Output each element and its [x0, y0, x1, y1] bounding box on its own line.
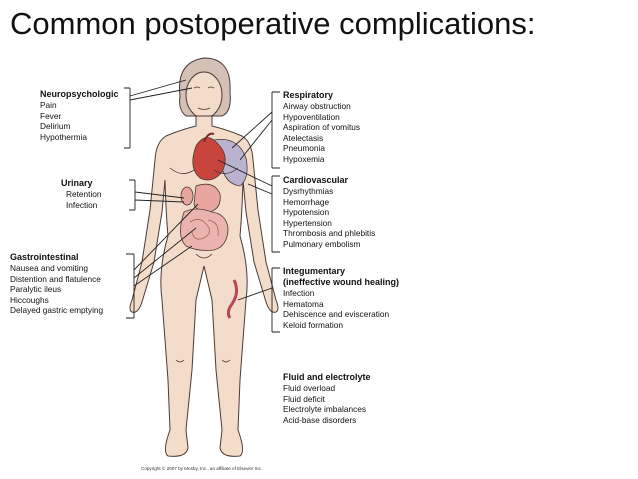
- list-item: Fever: [40, 110, 62, 121]
- list-item: Atelectasis: [283, 132, 324, 143]
- list-item: Aspiration of vomitus: [283, 122, 361, 133]
- group-heading: Fluid and electrolyte: [283, 372, 371, 382]
- list-item: Hypoxemia: [283, 153, 325, 164]
- heart-icon: [192, 137, 226, 181]
- list-item: Dysrhythmias: [283, 186, 334, 196]
- list-item: Hypothermia: [40, 131, 88, 142]
- list-item: Infection: [66, 199, 98, 210]
- stomach-icon: [193, 183, 221, 213]
- list-item: Hemorrhage: [283, 196, 330, 207]
- group-heading: Cardiovascular: [283, 175, 349, 185]
- group-cardiovascular: Cardiovascular Dysrhythmias Hemorrhage H…: [283, 175, 375, 250]
- group-heading-sub: (ineffective wound healing): [283, 277, 400, 287]
- list-item: Airway obstruction: [283, 101, 351, 111]
- list-item: Pain: [40, 100, 57, 110]
- wound-icon: [226, 279, 239, 319]
- list-item: Hematoma: [283, 298, 324, 309]
- list-item: Electrolyte imbalances: [283, 404, 367, 415]
- list-item: Distention and flatulence: [10, 273, 101, 284]
- copyright-notice: Copyright © 2007 by Mosby, Inc., an affi…: [141, 466, 263, 471]
- list-item: Fluid deficit: [283, 393, 325, 404]
- group-fluid-electrolyte: Fluid and electrolyte Fluid overload Flu…: [283, 372, 371, 425]
- list-item: Pulmonary embolism: [283, 238, 361, 249]
- list-item: Pneumonia: [283, 143, 325, 154]
- group-gastrointestinal: Gastrointestinal Nausea and vomiting Dis…: [10, 252, 103, 316]
- kidney-icon: [180, 186, 194, 206]
- group-heading: Urinary: [61, 178, 93, 188]
- list-item: Hypotension: [283, 207, 330, 218]
- group-neuropsychologic: Neuropsychologic Pain Fever Delirium Hyp…: [40, 89, 119, 142]
- list-item: Delirium: [40, 121, 71, 132]
- group-heading: Integumentary: [283, 266, 346, 276]
- head: [185, 71, 223, 119]
- list-item: Nausea and vomiting: [10, 263, 88, 273]
- list-item: Thrombosis and phlebitis: [283, 228, 376, 239]
- list-item: Hiccoughs: [10, 294, 49, 305]
- intestines-icon: [180, 208, 229, 251]
- list-item: Keloid formation: [283, 319, 343, 330]
- group-heading: Neuropsychologic: [40, 89, 119, 99]
- list-item: Dehiscence and evisceration: [283, 309, 390, 320]
- list-item: Acid-base disorders: [283, 414, 357, 425]
- group-heading: Respiratory: [283, 90, 334, 100]
- list-item: Retention: [66, 189, 102, 199]
- group-urinary: Urinary Retention Infection: [61, 178, 102, 210]
- group-integumentary: Integumentary (ineffective wound healing…: [283, 266, 399, 330]
- list-item: Fluid overload: [283, 383, 336, 393]
- list-item: Hypoventilation: [283, 111, 340, 122]
- slide-title: Common postoperative complications:: [10, 6, 536, 41]
- list-item: Infection: [283, 288, 315, 298]
- list-item: Hypertension: [283, 217, 332, 228]
- group-heading: Gastrointestinal: [10, 252, 79, 262]
- group-respiratory: Respiratory Airway obstruction Hypoventi…: [283, 90, 360, 165]
- leader-lines: [124, 79, 280, 333]
- list-item: Paralytic ileus: [10, 284, 62, 295]
- list-item: Delayed gastric emptying: [10, 305, 104, 316]
